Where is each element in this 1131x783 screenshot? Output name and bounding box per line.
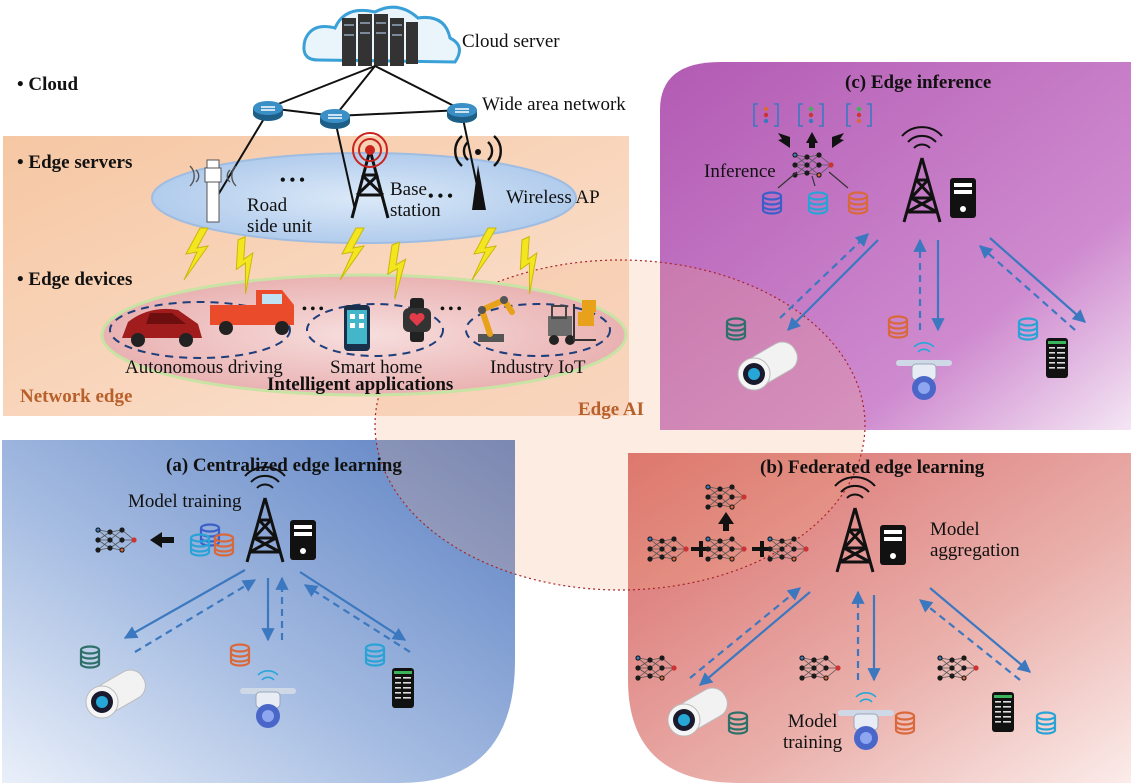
industry-iot-label: Industry IoT	[490, 357, 586, 378]
wan-label: Wide area network	[482, 94, 626, 115]
truck-icon	[210, 290, 294, 335]
watch-icon	[403, 298, 431, 342]
dots-1: • • •	[280, 172, 305, 189]
network-edge-label: Network edge	[20, 386, 133, 407]
server-box-icon	[880, 525, 906, 565]
car-icon	[122, 308, 202, 347]
road-side-unit-label: Road side unit	[247, 195, 312, 237]
model-training-label-a: Model training	[128, 491, 242, 512]
model-aggregation-label: Model aggregation	[930, 519, 1020, 561]
wireless-ap-label: Wireless AP	[506, 187, 600, 208]
dots-4: • • •	[440, 302, 462, 317]
tier-edge-devices-label: • Edge devices	[17, 269, 133, 290]
intelligent-applications-label: Intelligent applications	[267, 374, 454, 395]
inference-label: Inference	[704, 161, 776, 182]
edge-ai-label: Edge AI	[578, 399, 644, 420]
autonomous-driving-label: Autonomous driving	[125, 357, 283, 378]
forklift-icon	[548, 300, 596, 345]
base-station-label: Base station	[390, 179, 441, 221]
phone-icon	[1046, 338, 1068, 378]
panel-b-title: (b) Federated edge learning	[760, 457, 985, 478]
edge-servers-ellipse	[151, 152, 577, 244]
robot-arm-icon	[478, 296, 515, 342]
base-station-icon	[350, 132, 390, 219]
dots-3: • • •	[302, 302, 324, 317]
dots-2: • • •	[428, 188, 453, 205]
router-icon	[319, 108, 351, 130]
server-box-icon	[950, 178, 976, 218]
smartphone-icon	[344, 305, 370, 351]
phone-icon	[992, 692, 1014, 732]
inference-output-brackets	[753, 103, 872, 127]
panel-a-title: (a) Centralized edge learning	[166, 455, 402, 476]
road-side-unit-icon	[189, 159, 237, 223]
panel-c-title: (c) Edge inference	[845, 72, 992, 93]
wireless-ap-icon	[454, 135, 502, 210]
phone-icon	[392, 668, 414, 708]
cloud-server-icon	[302, 5, 461, 66]
router-icon	[446, 102, 478, 124]
server-box-icon	[290, 520, 316, 560]
edge-inference-panel	[660, 62, 1131, 430]
tier-cloud-label: • Cloud	[17, 74, 79, 95]
smart-home-label: Smart home	[330, 357, 423, 378]
tier-edge-servers-label: • Edge servers	[17, 152, 133, 173]
model-training-label-b: Model training	[783, 711, 843, 753]
router-icon	[252, 100, 284, 122]
cloud-server-label: Cloud server	[462, 31, 560, 52]
